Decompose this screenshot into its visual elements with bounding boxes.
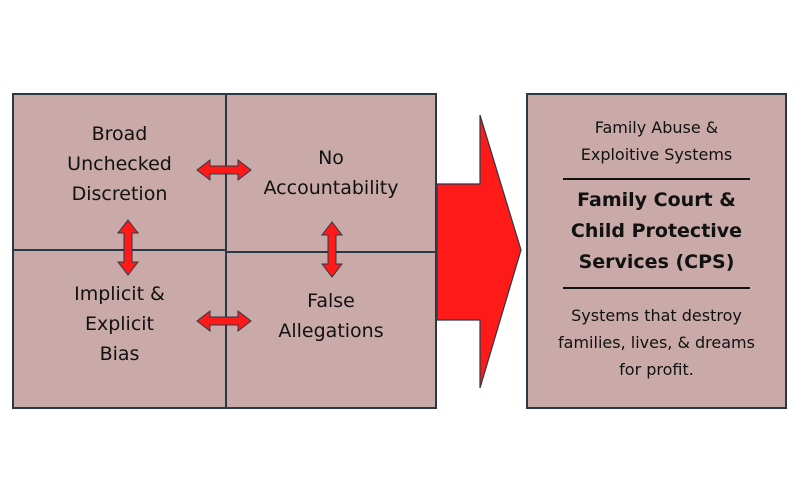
double-arrow-right-vertical [320,221,344,278]
result-divider-top [563,178,750,180]
result-divider-bottom [563,287,750,289]
quadrant-bottom-left-text: Implicit & Explicit Bias [74,283,165,365]
result-description: Systems that destroy families, lives, & … [558,306,755,379]
quadrant-top-left [12,93,227,251]
quadrant-bottom-right-text: False Allegations [278,290,384,342]
double-arrow-bottom-horizontal [196,309,252,333]
quadrant-bottom-left [12,249,227,409]
quadrant-top-right-text: No Accountability [263,147,399,199]
result-title: Family Court & Child Protective Services… [570,189,743,273]
double-arrow-top-horizontal [196,158,252,182]
result-heading: Family Abuse & Exploitive Systems [580,118,733,164]
double-arrow-left-vertical [116,219,140,276]
big-right-arrow [436,114,522,389]
quadrant-bottom-right [225,251,437,409]
quadrant-top-left-text: Broad Unchecked Discretion [67,123,172,205]
result-box [526,93,787,409]
